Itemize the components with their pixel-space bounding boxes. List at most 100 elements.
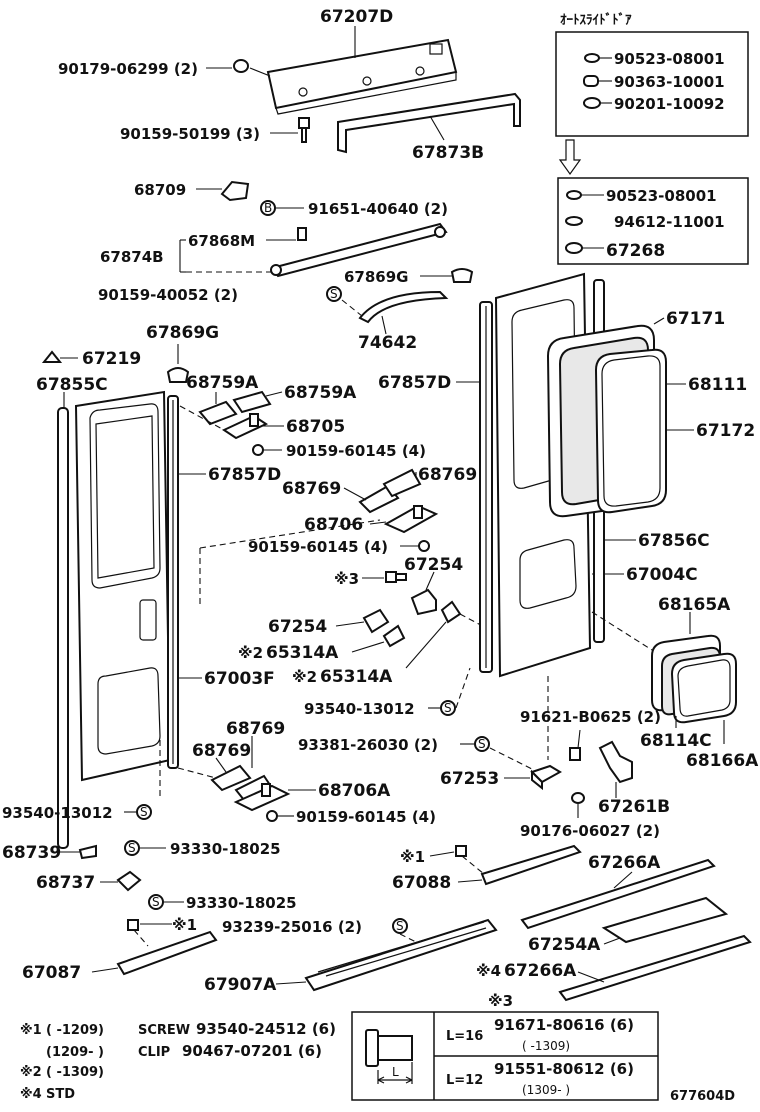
label-67869G-top: 67869G	[344, 268, 409, 286]
mark-S-5	[392, 918, 408, 934]
auto-door-top-2: 90363-10001	[614, 73, 725, 91]
auto-door-box-top	[555, 31, 749, 137]
part-67003F-left-door	[74, 390, 172, 782]
part-65314A-b	[440, 600, 462, 624]
label-67869G-left: 67869G	[146, 323, 219, 343]
part-68166A-weatherstrip	[670, 652, 737, 724]
mark-S-5-text: S	[396, 919, 404, 933]
mark-1-a: ※1	[172, 916, 197, 934]
mark-S-4-text: S	[152, 895, 160, 909]
auto-door-bottom-item-2: 94612-11001	[565, 213, 725, 231]
screw-row-1-range: ( -1309)	[522, 1039, 570, 1053]
mark-B-circle	[260, 200, 276, 216]
label-67856C: 67856C	[638, 531, 710, 551]
label-68739: 68739	[2, 843, 61, 863]
part-91621-bolt	[569, 747, 581, 761]
part-67266A-strip-bottom	[558, 934, 752, 1002]
label-67868M: 67868M	[188, 232, 255, 250]
part-90176-nut	[571, 792, 585, 804]
down-arrow-icon	[558, 139, 582, 176]
part-67254-catch-a	[410, 588, 437, 616]
part-67253-block	[530, 764, 562, 791]
mark-S-7	[474, 736, 490, 752]
label-68706A: 68706A	[318, 781, 391, 801]
label-67857D-right: 67857D	[378, 373, 451, 393]
mark-S-3	[124, 840, 140, 856]
part-68769-plates-mid	[358, 468, 422, 514]
mark-2-a: ※2	[238, 644, 263, 662]
label-90179-06299: 90179-06299 (2)	[58, 60, 198, 78]
note-2-range: ( -1309)	[46, 1065, 104, 1080]
label-67874B: 67874B	[100, 248, 164, 266]
part-67254-catch-b	[362, 608, 390, 634]
part-68705-hinge	[221, 413, 269, 440]
part-68739-stopper	[78, 844, 97, 860]
part-68709-bracket	[220, 180, 250, 202]
label-67266A-2: 67266A	[504, 961, 577, 981]
part-67857D-left-channel	[167, 395, 179, 769]
label-93381-26030: 93381-26030 (2)	[298, 736, 438, 754]
label-93330-18025-b: 93330-18025	[186, 894, 297, 912]
mark-S-6-text: S	[444, 701, 452, 715]
part-67869G-cap-left	[166, 367, 190, 383]
label-68769-b: 68769	[418, 465, 477, 485]
part-90159-60145-a	[252, 444, 264, 456]
screw-row-2-length: L=12	[446, 1073, 483, 1088]
mark-1-b: ※1	[400, 848, 425, 866]
label-68165A: 68165A	[658, 595, 731, 615]
part-67869G-cap-top	[450, 268, 474, 283]
part-67254A-mat	[601, 896, 729, 944]
mark-S-1-text: S	[330, 287, 338, 301]
label-93540-13012-a: 93540-13012	[2, 804, 113, 822]
note-2-mark: ※2	[20, 1065, 42, 1080]
label-67266A: 67266A	[588, 853, 661, 873]
screw-row-2-part: 91551-80612 (6)	[494, 1060, 634, 1078]
note-1-mark: ※1	[20, 1023, 42, 1038]
label-67207D: 67207D	[320, 7, 393, 27]
label-67172: 67172	[696, 421, 755, 441]
mark-S-3-text: S	[128, 841, 136, 855]
label-91651-40640: 91651-40640 (2)	[308, 200, 448, 218]
note-1-part: 93540-24512 (6)	[196, 1020, 336, 1038]
part-67873B-seal	[337, 92, 521, 154]
part-68706-hinge	[383, 504, 439, 534]
label-68111: 68111	[688, 375, 747, 395]
label-67857D-left: 67857D	[208, 465, 281, 485]
auto-door-title: ｵｰﾄｽﾗｲﾄﾞﾄﾞｱ	[560, 12, 632, 28]
label-68769-c: 68769	[226, 719, 285, 739]
label-68709: 68709	[134, 181, 186, 199]
mark-S-6	[440, 700, 456, 716]
part-67907A-step	[304, 918, 498, 992]
label-67003F: 67003F	[204, 669, 275, 689]
label-67004C: 67004C	[626, 565, 698, 585]
screw-table-mark: ※3	[488, 992, 513, 1010]
part-68111-weatherstrip	[594, 348, 667, 514]
label-65314A-a: 65314A	[266, 643, 339, 663]
label-68759A-1: 68759A	[186, 373, 259, 393]
label-68737: 68737	[36, 873, 95, 893]
label-68759A-2: 68759A	[284, 383, 357, 403]
mark-4-a: ※4	[476, 962, 501, 980]
part-67868M-guide-rail	[270, 222, 448, 278]
part-67087-sill-plate	[116, 930, 218, 976]
part-screw-mark1-right	[455, 845, 467, 857]
mark-B: B	[264, 201, 272, 215]
label-91621-B0625: 91621-B0625 (2)	[520, 708, 661, 726]
screw-row-1-length: L=16	[446, 1029, 483, 1044]
auto-door-item-2: 90363-10001	[583, 73, 725, 91]
part-67857D-right-channel	[479, 301, 493, 673]
mark-2-b: ※2	[292, 668, 317, 686]
part-74642-handle	[358, 290, 449, 324]
part-90159-50199-screw	[298, 117, 310, 143]
label-93330-18025-a: 93330-18025	[170, 840, 281, 858]
label-67873B: 67873B	[412, 143, 484, 163]
label-67171: 67171	[666, 309, 725, 329]
note-4-mark: ※4	[20, 1087, 42, 1102]
label-93239-25016: 93239-25016 (2)	[222, 918, 362, 936]
mark-S-7-text: S	[478, 737, 486, 751]
label-67253: 67253	[440, 769, 499, 789]
diagram-id: 677604D	[670, 1089, 735, 1104]
label-68769-d: 68769	[192, 741, 251, 761]
part-67261B-bracket	[598, 740, 633, 784]
